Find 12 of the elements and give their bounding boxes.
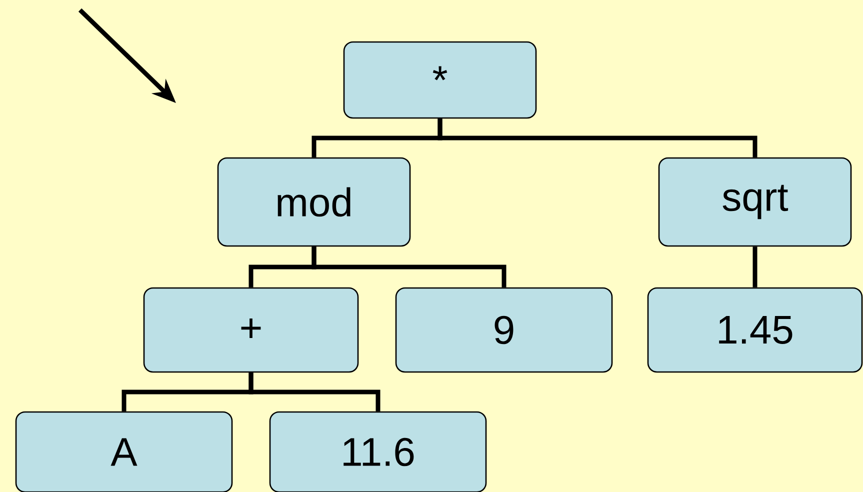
tree-connector <box>752 246 758 288</box>
tree-node-box: + <box>143 287 359 373</box>
tree-node-box: A <box>15 411 233 492</box>
tree-connector <box>438 118 758 158</box>
tree-node-box: mod <box>217 157 411 247</box>
tree-node-box: 9 <box>395 287 613 373</box>
tree-node-box: 1.45 <box>647 287 863 373</box>
tree-connector <box>312 246 506 288</box>
tree-connector <box>248 372 380 412</box>
tree-node-box: * <box>343 41 537 119</box>
tree-node-box: sqrt <box>658 157 852 247</box>
tree-node-box: 11.6 <box>269 411 487 492</box>
